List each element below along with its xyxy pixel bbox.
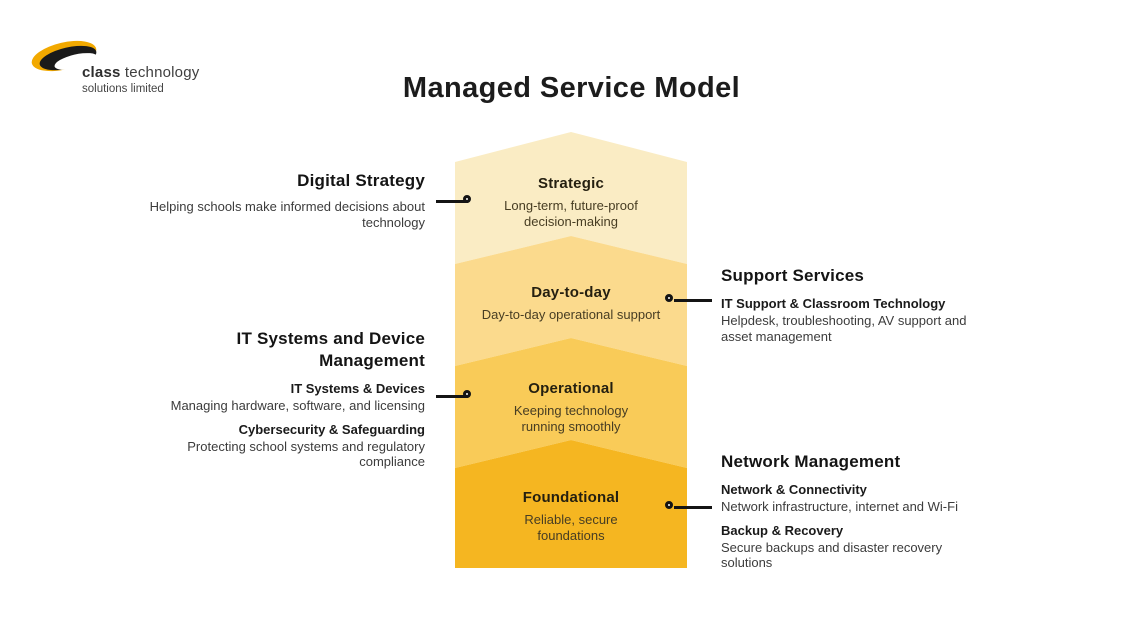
- connector-line-digital-strategy: [436, 200, 468, 203]
- connector-line-network-management: [674, 506, 712, 509]
- annotation-heading: Digital Strategy: [297, 171, 425, 190]
- annotation-it-systems-device-management: IT Systems and Device Management IT Syst…: [125, 328, 425, 470]
- connector-line-support-services: [674, 299, 712, 302]
- annotation-heading: Network Management: [721, 452, 901, 471]
- annotation-item-title: IT Systems & Devices: [290, 381, 425, 396]
- band-label-operational: Operational Keeping technology running s…: [455, 380, 687, 435]
- connector-dot-network-management: [665, 501, 673, 509]
- band-label-strategic: Strategic Long-term, future-proof decisi…: [455, 175, 687, 230]
- annotation-item-title: Network & Connectivity: [721, 482, 867, 497]
- band-title: Foundational: [522, 489, 620, 506]
- eclipse-swoosh-icon: [31, 40, 98, 72]
- annotation-desc: Managing hardware, software, and licensi…: [170, 398, 425, 413]
- annotation-item: IT Support & Classroom Technology Helpde…: [721, 296, 1013, 344]
- band-title: Day-to-day: [531, 284, 611, 301]
- connector-line-it-systems: [436, 395, 468, 398]
- band-desc: Long-term, future-proof decision-making: [504, 198, 638, 229]
- chevron-band-strategic: [455, 132, 687, 264]
- band-label-day-to-day: Day-to-day Day-to-day operational suppor…: [455, 284, 687, 323]
- annotation-desc: Helpdesk, troubleshooting, AV support an…: [721, 313, 967, 344]
- annotation-item-title: IT Support & Classroom Technology: [721, 296, 946, 311]
- annotation-desc: Protecting school systems and regulatory…: [187, 438, 425, 470]
- annotation-item: Cybersecurity & Safeguarding Protecting …: [125, 422, 425, 470]
- annotation-support-services: Support Services IT Support & Classroom …: [721, 265, 1013, 344]
- annotation-network-management: Network Management Network & Connectivit…: [721, 451, 1013, 571]
- annotation-desc: Helping schools make informed decisions …: [149, 199, 425, 230]
- annotation-item-title: Backup & Recovery: [721, 522, 844, 538]
- chevron-band-day-to-day: [455, 236, 687, 366]
- connector-dot-it-systems: [463, 390, 471, 398]
- band-title: Operational: [528, 380, 614, 397]
- connector-dot-digital-strategy: [463, 195, 471, 203]
- annotation-item: Backup & Recovery Secure backups and dis…: [721, 523, 1013, 571]
- band-desc: Day-to-day operational support: [481, 307, 661, 322]
- band-title: Strategic: [538, 175, 604, 192]
- annotation-item: Helping schools make informed decisions …: [125, 199, 425, 230]
- chevron-layers-graphic: [455, 132, 687, 568]
- chevron-band-foundational: [455, 440, 687, 568]
- logo-text: class technology solutions limited: [82, 64, 199, 95]
- logo-company-subtitle: solutions limited: [82, 83, 164, 95]
- annotation-item: IT Systems & Devices Managing hardware, …: [125, 381, 425, 414]
- annotation-digital-strategy: Digital Strategy Helping schools make in…: [125, 170, 425, 230]
- annotation-heading: Support Services: [721, 266, 865, 285]
- band-desc: Reliable, secure foundations: [524, 512, 618, 543]
- band-desc: Keeping technology running smoothly: [513, 403, 629, 434]
- logo-company-name: class technology: [82, 64, 200, 81]
- annotation-desc: Secure backups and disaster recovery sol…: [721, 539, 943, 571]
- annotation-item: Network & Connectivity Network infrastru…: [721, 482, 1013, 515]
- annotation-heading: IT Systems and Device Management: [236, 329, 425, 370]
- band-label-foundational: Foundational Reliable, secure foundation…: [455, 489, 687, 544]
- annotation-desc: Network infrastructure, internet and Wi-…: [721, 499, 958, 514]
- annotation-item-title: Cybersecurity & Safeguarding: [238, 421, 425, 437]
- managed-service-pyramid: Strategic Long-term, future-proof decisi…: [455, 132, 687, 568]
- page-title: Managed Service Model: [402, 72, 741, 104]
- connector-dot-support-services: [665, 294, 673, 302]
- chevron-band-operational: [455, 338, 687, 468]
